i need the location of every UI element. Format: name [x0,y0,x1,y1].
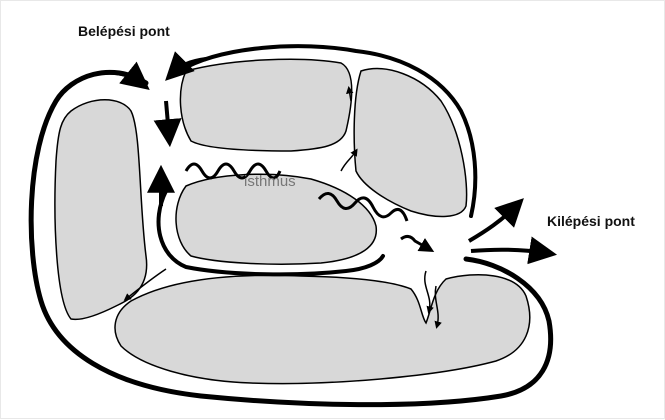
right-block [354,69,466,217]
exit-arrow-up [469,206,516,241]
exit-point-label: Kilépési pont [547,213,635,229]
exit-arrow-right [471,250,546,253]
small-arrow-bottom-1 [425,271,430,311]
entry-arrow-down [166,101,169,136]
isthmus-wave-end [401,236,429,249]
bottom-block [115,275,530,384]
top-middle-block [180,59,351,151]
isthmus-label: isthmus [244,173,296,190]
left-block [55,100,147,320]
entry-point-label: Belépési pont [78,23,170,39]
small-arrow-upper [341,151,356,171]
